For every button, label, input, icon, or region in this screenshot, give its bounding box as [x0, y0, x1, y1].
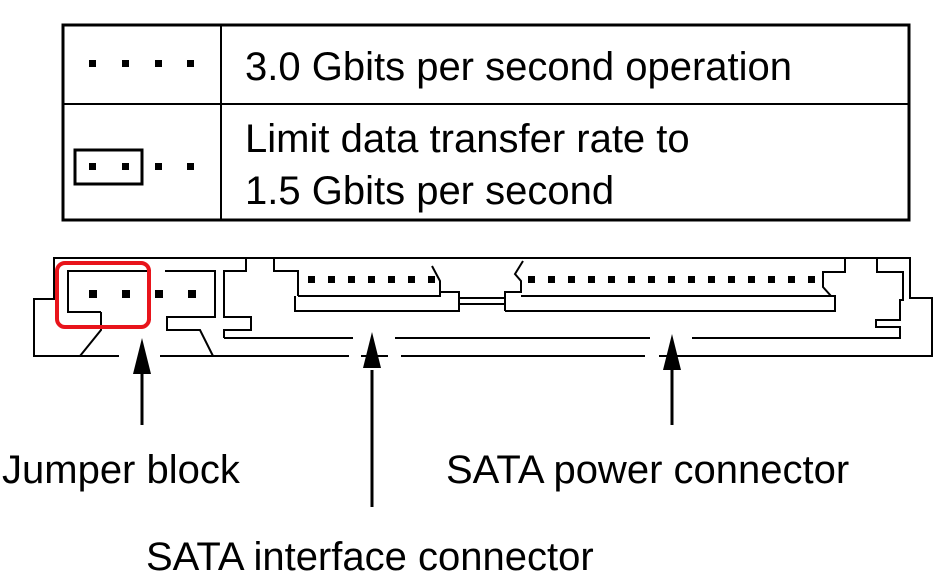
interface-pins: [308, 276, 435, 283]
housing-outline: [33, 257, 933, 357]
jumper-housing-foot: [79, 312, 102, 357]
power-housing: [521, 258, 846, 297]
power-housing-left: [504, 260, 524, 311]
arrow-sata-interface: [363, 332, 381, 507]
pin-icon: [122, 60, 129, 67]
pin-icon: [328, 276, 335, 283]
pin-icon: [808, 276, 815, 283]
pin-icon: [155, 163, 162, 170]
pin-icon: [628, 276, 635, 283]
pin-icon: [155, 290, 163, 298]
pin-icon: [89, 163, 96, 170]
arrow-head-icon: [663, 334, 681, 370]
jumper-pins: [89, 290, 196, 298]
pin-icon: [728, 276, 735, 283]
callout-arrows: [133, 332, 681, 507]
pin-icon: [708, 276, 715, 283]
pin-icon: [668, 276, 675, 283]
pin-icon: [648, 276, 655, 283]
interface-housing-left: [273, 258, 299, 296]
inner-ledge-right: [692, 258, 904, 339]
pin-icon: [89, 60, 96, 67]
pin-icon: [428, 276, 435, 283]
pin-icon: [155, 60, 162, 67]
pin-icon: [548, 276, 555, 283]
arrow-sata-power: [663, 334, 681, 425]
connector-bridge: [458, 297, 506, 305]
legend-row-2-text-line-2: 1.5 Gbits per second: [245, 169, 614, 213]
pin-icon: [588, 276, 595, 283]
label-sata-power-connector: SATA power connector: [446, 448, 849, 492]
jumper-cap-icon: [73, 148, 144, 186]
symbol-four-pins-open: [89, 60, 194, 67]
power-base: [505, 295, 836, 312]
jumper-housing-right: [165, 270, 216, 357]
pin-icon: [187, 60, 194, 67]
interface-housing: [298, 265, 441, 297]
jumper-housing-left: [67, 270, 151, 320]
pin-icon: [348, 276, 355, 283]
separator-block: [223, 258, 252, 338]
pin-icon: [122, 290, 130, 298]
label-jumper-block: Jumper block: [2, 448, 241, 492]
legend-table: 3.0 Gbits per second operation Limit dat…: [61, 23, 911, 222]
legend-row-2-text-line-1: Limit data transfer rate to: [245, 117, 690, 161]
symbol-jumper-installed: [73, 148, 194, 186]
arrow-head-icon: [363, 332, 381, 368]
interface-base: [294, 291, 460, 312]
pin-icon: [568, 276, 575, 283]
pin-icon: [308, 276, 315, 283]
legend-row-1-text: 3.0 Gbits per second operation: [245, 45, 792, 89]
pin-icon: [122, 163, 129, 170]
pin-icon: [608, 276, 615, 283]
jumper-highlight-box: [55, 261, 151, 329]
legend-table-border: [61, 23, 911, 222]
pin-icon: [688, 276, 695, 283]
pin-icon: [368, 276, 375, 283]
pin-icon: [528, 276, 535, 283]
pin-icon: [187, 163, 194, 170]
pin-icon: [188, 290, 196, 298]
pin-icon: [388, 276, 395, 283]
drive-connector-outline: [33, 257, 933, 357]
arrow-head-icon: [133, 338, 151, 374]
arrow-jumper-block: [133, 338, 151, 425]
pin-icon: [768, 276, 775, 283]
power-pins: [528, 276, 815, 283]
pin-icon: [89, 290, 97, 298]
pin-icon: [408, 276, 415, 283]
pin-icon: [748, 276, 755, 283]
label-sata-interface-connector: SATA interface connector: [146, 535, 594, 579]
pin-icon: [788, 276, 795, 283]
